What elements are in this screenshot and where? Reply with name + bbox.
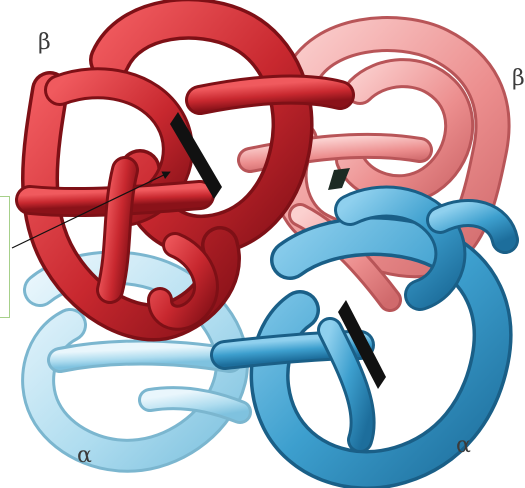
beta-label-right: β: [512, 66, 525, 91]
alpha-label-right: α: [456, 433, 471, 458]
callout-box: [0, 196, 10, 318]
beta-label-left: β: [38, 30, 51, 55]
alpha-label-left: α: [77, 443, 92, 468]
alpha-subunit-front: [225, 202, 505, 470]
